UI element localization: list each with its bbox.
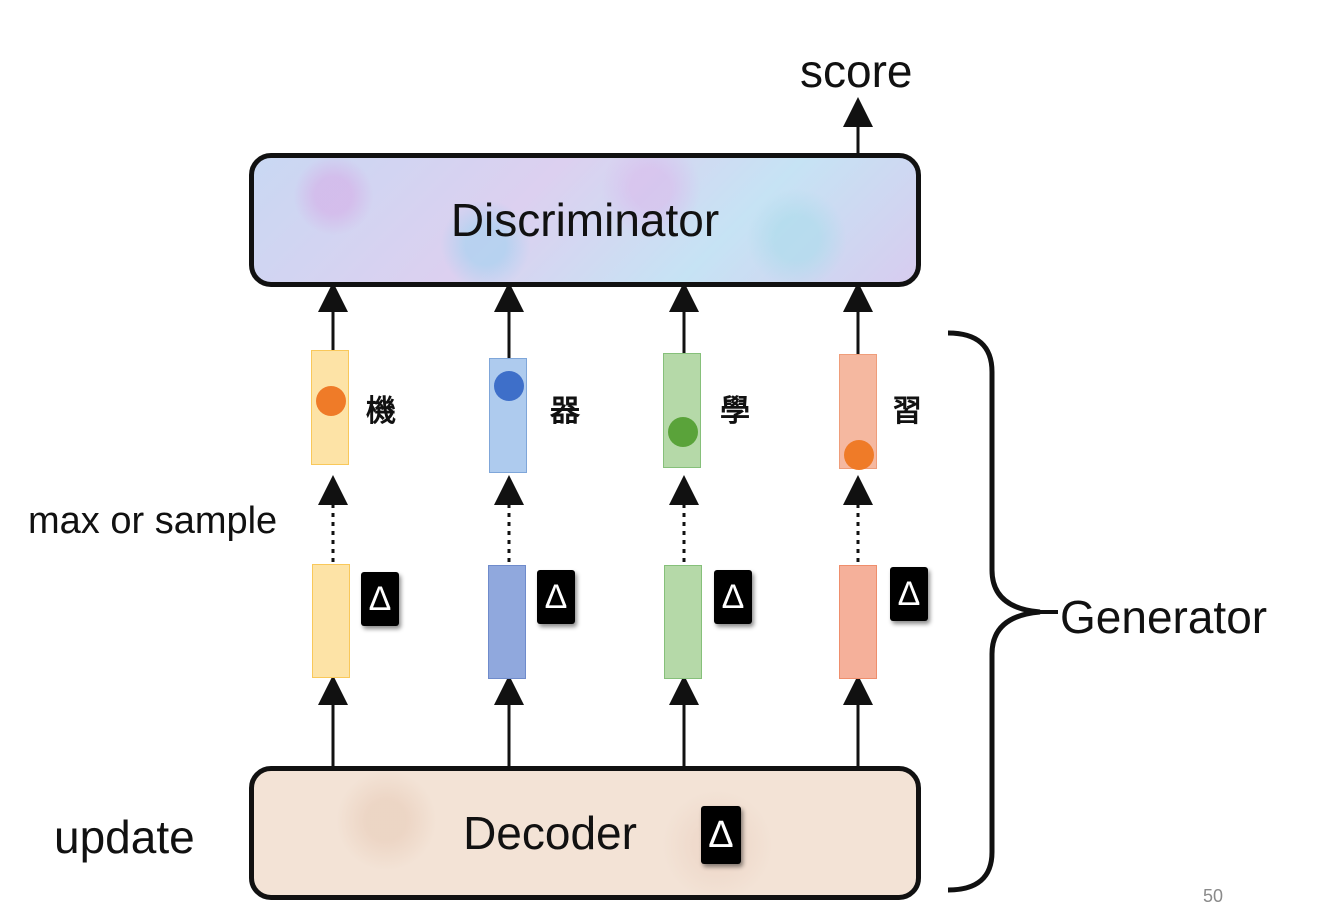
delta-badge-1: Δ bbox=[361, 572, 399, 626]
token-char-1: 機 bbox=[366, 394, 396, 429]
generator-label: Generator bbox=[1060, 591, 1268, 643]
output-vector-3 bbox=[663, 353, 701, 468]
logit-vector-3 bbox=[664, 565, 702, 679]
page-number: 50 bbox=[1203, 886, 1224, 906]
delta-badge-2: Δ bbox=[537, 570, 575, 624]
selected-token-dot-1 bbox=[316, 386, 346, 416]
selected-token-dot-2 bbox=[494, 371, 524, 401]
max-or-sample-label: max or sample bbox=[28, 500, 278, 542]
selected-token-dot-3 bbox=[668, 417, 698, 447]
decoder-delta-badge: Δ bbox=[701, 806, 741, 864]
token-char-2: 器 bbox=[550, 394, 580, 429]
generator-brace bbox=[947, 330, 1041, 893]
logit-vector-2 bbox=[488, 565, 526, 679]
delta-badge-3: Δ bbox=[714, 570, 752, 624]
token-char-3: 學 bbox=[720, 394, 750, 429]
discriminator-box: Discriminator bbox=[249, 153, 921, 287]
token-char-4: 習 bbox=[892, 394, 922, 429]
delta-badge-4: Δ bbox=[890, 567, 928, 621]
logit-vector-1 bbox=[312, 564, 350, 678]
decoder-box: Decoder bbox=[249, 766, 921, 900]
update-label: update bbox=[54, 811, 195, 863]
selected-token-dot-4 bbox=[844, 440, 874, 470]
score-label: score bbox=[800, 45, 913, 97]
decoder-label: Decoder bbox=[463, 807, 637, 859]
logit-vector-4 bbox=[839, 565, 877, 679]
discriminator-label: Discriminator bbox=[450, 194, 720, 246]
